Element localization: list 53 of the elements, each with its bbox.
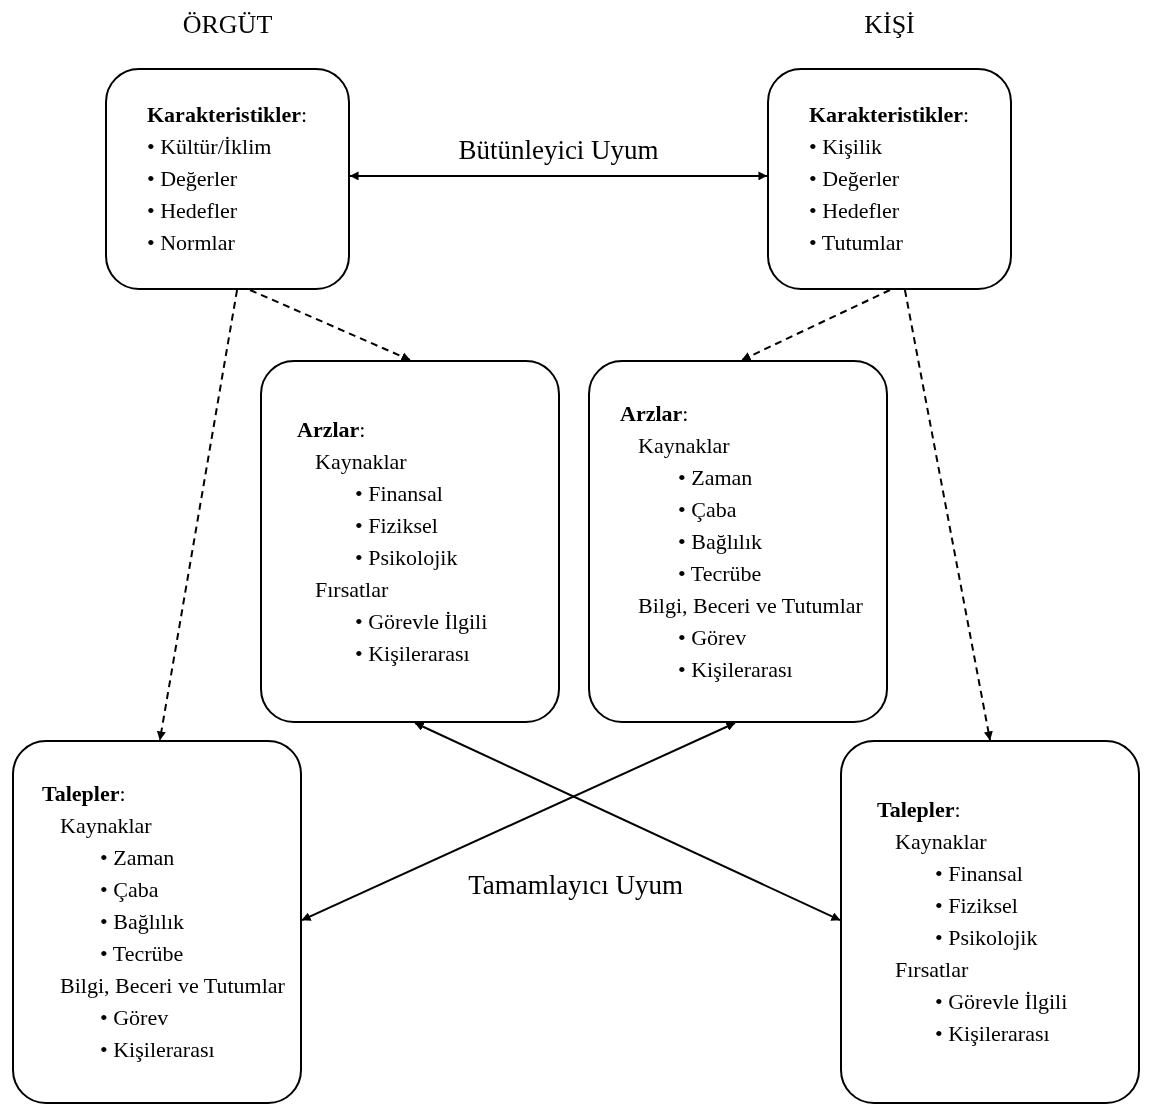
list-item: • Kişilerarası xyxy=(935,1020,1050,1048)
group-heading: Kaynaklar xyxy=(638,431,730,460)
arrow xyxy=(301,722,736,922)
list-item: • Görev xyxy=(100,1004,169,1032)
list-item: • Görev xyxy=(678,623,747,652)
list-item: • Tutumlar xyxy=(809,229,903,257)
list-item: • Çaba xyxy=(678,495,737,524)
arrow xyxy=(414,722,841,922)
section-heading: Karakteristikler: xyxy=(147,101,308,129)
column-heading: KİŞİ xyxy=(864,9,915,41)
list-item: • Değerler xyxy=(147,165,238,193)
section-heading: Arzlar: xyxy=(297,415,366,444)
list-item: • Kişilerarası xyxy=(355,639,470,668)
arrow xyxy=(156,289,239,741)
arrow xyxy=(740,289,891,361)
section-heading: Talepler: xyxy=(42,780,126,808)
list-item: • Değerler xyxy=(809,165,900,193)
list-item: • Finansal xyxy=(935,860,1023,888)
list-item: • Kişilerarası xyxy=(100,1036,215,1064)
list-item: • Kişilik xyxy=(809,133,883,161)
list-item: • Hedefler xyxy=(809,197,900,225)
group-heading: Kaynaklar xyxy=(315,447,407,476)
list-item: • Finansal xyxy=(355,479,443,508)
list-item: • Bağlılık xyxy=(678,527,763,556)
list-item: • Normlar xyxy=(147,229,235,257)
column-heading: ÖRGÜT xyxy=(182,9,273,41)
section-heading: Karakteristikler: xyxy=(809,101,970,129)
list-item: • Görevle İlgili xyxy=(355,607,488,636)
group-heading: Fırsatlar xyxy=(315,575,389,604)
group-heading: Kaynaklar xyxy=(60,812,152,840)
list-item: • Fiziksel xyxy=(935,892,1018,920)
list-item: • Görevle İlgili xyxy=(935,988,1068,1016)
group-heading: Fırsatlar xyxy=(895,956,969,984)
arrow xyxy=(349,171,768,181)
group-heading: Kaynaklar xyxy=(895,828,987,856)
list-item: • Fiziksel xyxy=(355,511,438,540)
arrow xyxy=(903,289,993,741)
list-item: • Çaba xyxy=(100,876,159,904)
list-item: • Psikolojik xyxy=(355,543,458,572)
list-item: • Hedefler xyxy=(147,197,238,225)
list-item: • Zaman xyxy=(678,463,753,492)
list-item: • Bağlılık xyxy=(100,908,185,936)
group-heading: Bilgi, Beceri ve Tutumlar xyxy=(638,591,863,620)
list-item: • Kişilerarası xyxy=(678,655,793,684)
section-heading: Arzlar: xyxy=(620,399,689,428)
list-item: • Psikolojik xyxy=(935,924,1038,952)
list-item: • Tecrübe xyxy=(678,559,762,588)
section-heading: Talepler: xyxy=(877,796,961,824)
list-item: • Kültür/İklim xyxy=(147,133,272,161)
list-item: • Zaman xyxy=(100,844,175,872)
arrow xyxy=(249,289,411,361)
group-heading: Bilgi, Beceri ve Tutumlar xyxy=(60,972,285,1000)
list-item: • Tecrübe xyxy=(100,940,184,968)
